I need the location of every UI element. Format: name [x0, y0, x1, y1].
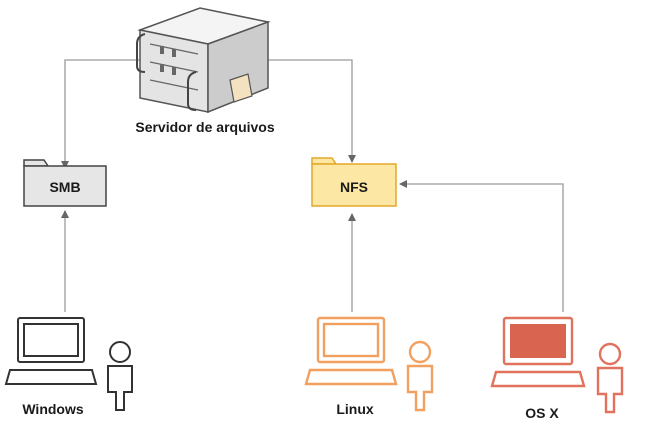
folder-icon: [23, 159, 50, 167]
connector-osx-to-nfs: [399, 180, 564, 312]
nfs-folder: NFS: [311, 157, 397, 207]
osx-laptop-user-icon: [490, 316, 624, 414]
folder-icon: [311, 157, 338, 165]
nfs-label: NFS: [340, 179, 368, 195]
windows-laptop-user-icon: [4, 317, 133, 411]
connector-server-to-nfs: [265, 59, 356, 163]
linux-label: Linux: [336, 401, 374, 417]
smb-label: SMB: [49, 179, 80, 195]
server-label: Servidor de arquivos: [135, 119, 274, 135]
smb-folder: SMB: [23, 159, 107, 207]
windows-label: Windows: [22, 401, 84, 417]
file-server-icon: [136, 7, 271, 114]
osx-label: OS X: [525, 405, 559, 421]
connector-server-to-smb: [61, 59, 140, 169]
connectors: [61, 59, 564, 312]
linux-laptop-user-icon: [304, 316, 434, 412]
